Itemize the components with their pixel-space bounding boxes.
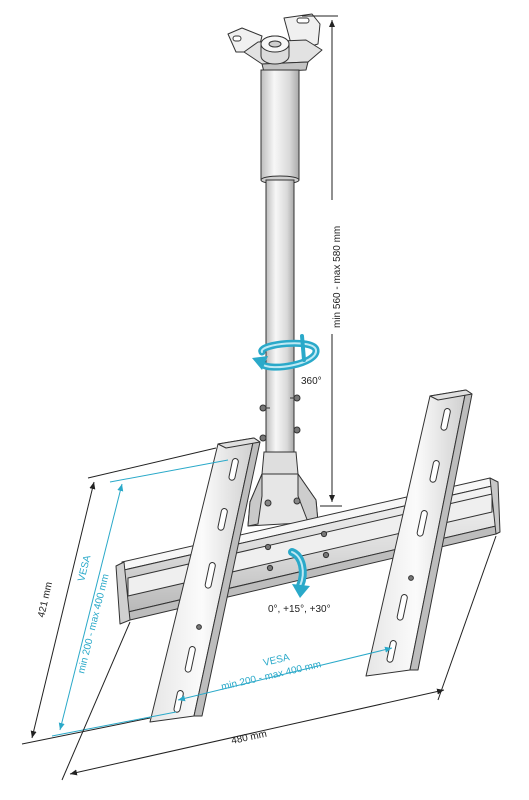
right-vesa-arm <box>365 389 473 677</box>
telescopic-pole <box>259 69 301 475</box>
plate-width-dimension <box>61 535 497 781</box>
tilt-arrow-icon <box>288 548 310 598</box>
tilt-joint <box>247 473 319 527</box>
tilt-angles-label: 0°, +15°, +30° <box>268 604 331 615</box>
height-range-label: min 560 - max 580 mm <box>332 226 343 328</box>
height-dimension <box>302 15 342 507</box>
plate-width-label: 480 mm <box>230 729 268 747</box>
rotation-arrow-icon <box>252 334 320 371</box>
rotation-label: 360° <box>301 376 322 387</box>
left-vesa-arm <box>149 437 261 723</box>
plate-height-label: 421 mm <box>36 581 55 619</box>
ceiling-bracket <box>227 13 323 73</box>
vesa-vertical-title: VESA <box>76 554 93 583</box>
vesa-vertical-range: min 200 - max 400 mm <box>76 573 111 675</box>
